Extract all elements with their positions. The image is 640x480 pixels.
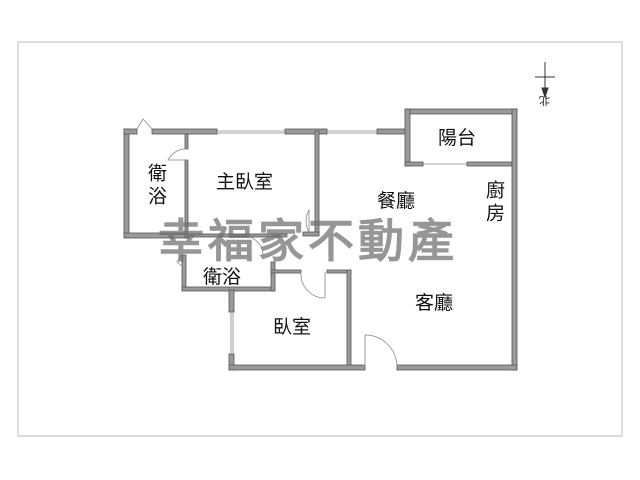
room-label-master-bedroom: 主臥室 (216, 171, 274, 193)
frame (17, 41, 623, 437)
watermark: 幸福家不動產 (158, 214, 458, 268)
room-label-living: 客廳 (415, 292, 454, 314)
compass-label: 北 (539, 94, 550, 107)
compass-arrow-icon (535, 62, 555, 99)
room-label-kitchen: 廚房 (483, 180, 505, 226)
windows-and-doors (136, 118, 467, 368)
walls (123, 108, 518, 371)
room-label-bath: 衛浴 (203, 266, 242, 288)
room-label-dining: 餐廳 (377, 190, 416, 212)
room-label-balcony: 陽台 (438, 127, 477, 149)
room-label-bedroom: 臥室 (273, 316, 312, 338)
room-label-master-bath: 衛浴 (145, 163, 167, 209)
